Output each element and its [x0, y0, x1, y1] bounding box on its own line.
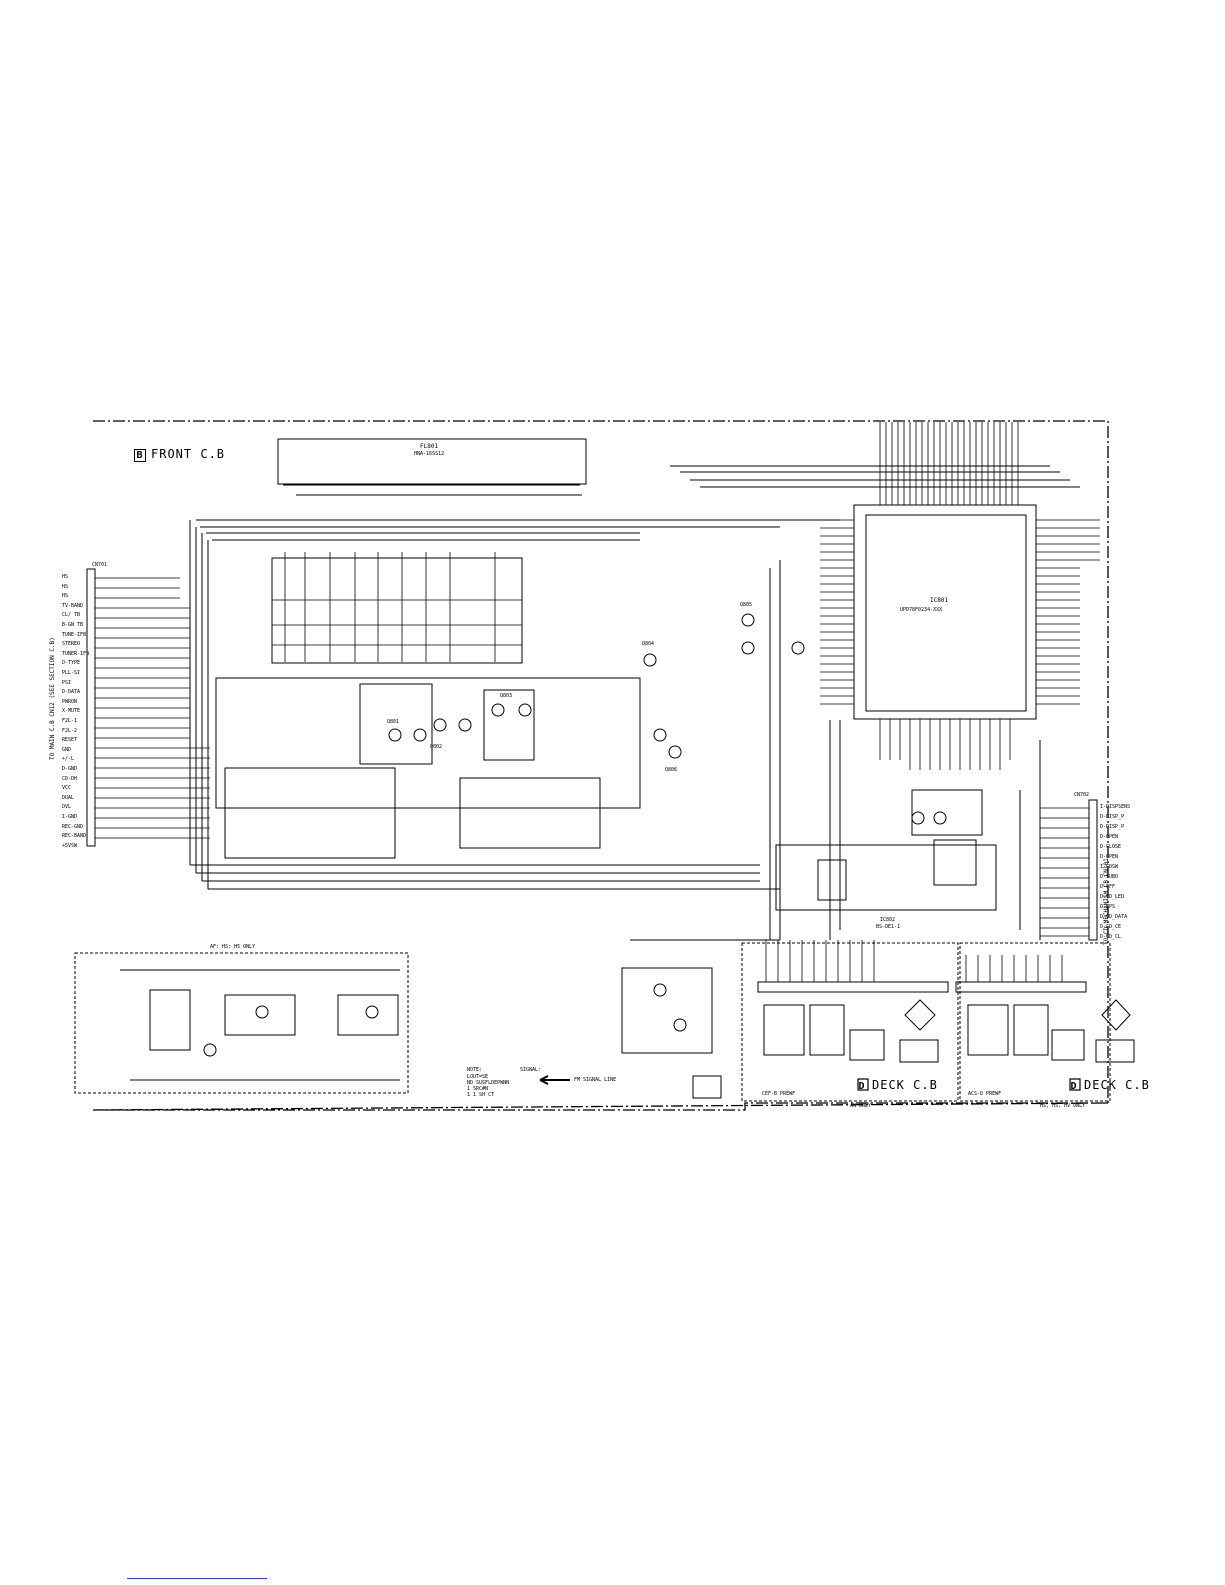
- cn701-pin-label: TV-BAND: [62, 602, 84, 609]
- cn702-pin-label: I-CDSW: [1100, 864, 1119, 870]
- signal-line-label: FM SIGNAL LINE: [574, 1077, 617, 1083]
- cn701-pin-label: F2L-2: [62, 727, 78, 734]
- transistor-ref: Q801: [387, 719, 400, 725]
- cn701-pin-label: D-TYPE: [62, 660, 81, 667]
- cn701-pin-label: B-GN TB: [62, 622, 84, 628]
- ic802-part: BS-DE1-1: [876, 924, 901, 930]
- ic801-ref: IC801: [930, 597, 949, 604]
- cn701-pin-label: CD-DH: [62, 775, 78, 782]
- cn702-pin-label: D-OPEN: [1100, 834, 1119, 840]
- cn702-pin-label: D-OPEN: [1100, 854, 1119, 860]
- fl-display-ref: FL801: [420, 443, 439, 450]
- cn702-pin-label: D-DISP_P: [1100, 824, 1125, 830]
- cn701-pin-label: I-GND: [62, 814, 78, 820]
- cn701-pin-label: +/-L: [62, 756, 75, 763]
- signal-header: SIGNAL:: [520, 1067, 542, 1073]
- cn701-pin-label: HS: [62, 593, 69, 600]
- cn701-pin-label: DUAL: [62, 794, 75, 801]
- deck-board-title-left-text: DECK C.B: [872, 1078, 938, 1092]
- transistor-ref: Q803: [500, 693, 513, 699]
- cn702-pin-label: D-SUBO: [1100, 874, 1119, 880]
- cn701-destination: TO MAIN C.B CN12 (SEE SECTION C.B): [49, 637, 56, 760]
- note-line-1: LOUT=SE: [467, 1074, 489, 1080]
- deck-board-letter-right: D: [1070, 1081, 1078, 1092]
- note-header: NOTE:: [467, 1067, 483, 1073]
- cn701-pin-label: D-DATA: [62, 689, 81, 696]
- cn702-body: [1088, 799, 1098, 941]
- deck-board-letter-left: D: [858, 1081, 866, 1092]
- cn701-pin-label: TUNE-IFB: [62, 631, 87, 638]
- cn702-pin-label: D-CD_LED: [1100, 894, 1125, 900]
- cn701-pin-label: VCC: [62, 785, 72, 792]
- cn701-pin-label: HS: [62, 574, 69, 580]
- fl-display-outline: [277, 438, 587, 485]
- note-line-3: 1 SRC#N: [467, 1086, 489, 1092]
- ic802-ref: IC802: [880, 917, 896, 923]
- cn701-pin-label: GND: [62, 746, 72, 753]
- transistor-ref: Q806: [665, 767, 678, 773]
- cn701-body: [86, 568, 96, 847]
- cn701-ref: CN701: [92, 562, 108, 568]
- cn702-pin-label: D-CLOSE: [1100, 844, 1122, 850]
- footer-link-underline: [127, 1578, 267, 1579]
- cn701-pin-label: REC-BAND: [62, 833, 87, 840]
- front-board-title-text: FRONT C.B: [151, 447, 226, 461]
- af-section-label: AF: HS: H5 ONLY: [210, 944, 256, 950]
- ic801-part: UPD78F0234-XXX: [900, 607, 943, 613]
- front-board-title: B FRONT C.B: [134, 448, 225, 462]
- cn702-ref: CN702: [1074, 792, 1090, 798]
- cn702-pin-label: D-CD_DATA: [1100, 914, 1128, 920]
- deck-left-bottom-label: CEF-B PREWF: [762, 1091, 796, 1097]
- cn702-pin-label: D-DISP_P: [1100, 814, 1125, 820]
- cn702-pin-label: I-DISPSENS: [1100, 804, 1131, 810]
- cn701-pin-label: D-GND: [62, 766, 78, 772]
- cn701-pin-label: TUNER-IFB: [62, 650, 90, 657]
- af-section: [74, 952, 409, 1094]
- deck-board-title-right-text: DECK C.B: [1084, 1078, 1150, 1092]
- deck-right-bottom-label: ACS-D PREWF: [968, 1091, 1002, 1097]
- ic801-outline: [853, 504, 1037, 720]
- cn701-pin-label: PWRON: [62, 698, 78, 705]
- transistor-ref: Q804: [642, 641, 655, 647]
- cn701-pin-label: CL/ TB: [62, 612, 81, 619]
- cn702-pin-label: D-CD_CL: [1100, 934, 1122, 940]
- deck-right-region: [959, 942, 1111, 1102]
- cn702-pin-label: D-VPS: [1100, 904, 1116, 910]
- deck-board-title-right: D DECK C.B: [1069, 1079, 1150, 1092]
- fl-display-part: HNA-16SS12: [414, 451, 445, 457]
- transistor-ref: Q802: [430, 744, 443, 750]
- cn702-pin-label: D-CD_CE: [1100, 924, 1122, 930]
- cn701-pin-label: F2L-1: [62, 718, 78, 724]
- cn701-pin-label: +5VSW: [62, 842, 78, 849]
- note-line-2: ND SUSFLDEPWNN: [467, 1080, 510, 1086]
- cn701-pin-label: STEREO: [62, 641, 81, 648]
- deck-board-title-left: D DECK C.B: [857, 1079, 938, 1092]
- front-board-letter: B: [134, 449, 146, 462]
- cn701-pin-label: HS: [62, 583, 69, 590]
- cn701-pin-label: PSI: [62, 679, 72, 686]
- cn701-pin-label: DVL: [62, 804, 72, 811]
- cn701-pin-label: REC-GND: [62, 823, 84, 830]
- transistor-ref: Q805: [740, 602, 753, 608]
- cn702-pin-label: D-OFF: [1100, 884, 1116, 890]
- deck-right-foot-label: HS, HS, HV ONLY: [1040, 1103, 1086, 1109]
- cn702-destination: TO CD MECHANISM CB CN101: [1103, 858, 1110, 945]
- cn701-pin-label: RESET: [62, 737, 78, 744]
- cn701-pin-label: PLL-SI: [62, 670, 81, 676]
- deck-left-foot-label: AN ONLY: [850, 1103, 872, 1109]
- cn701-pin-label: X-MUTE: [62, 708, 81, 715]
- note-line-4: 1 1 SH CT: [467, 1092, 495, 1098]
